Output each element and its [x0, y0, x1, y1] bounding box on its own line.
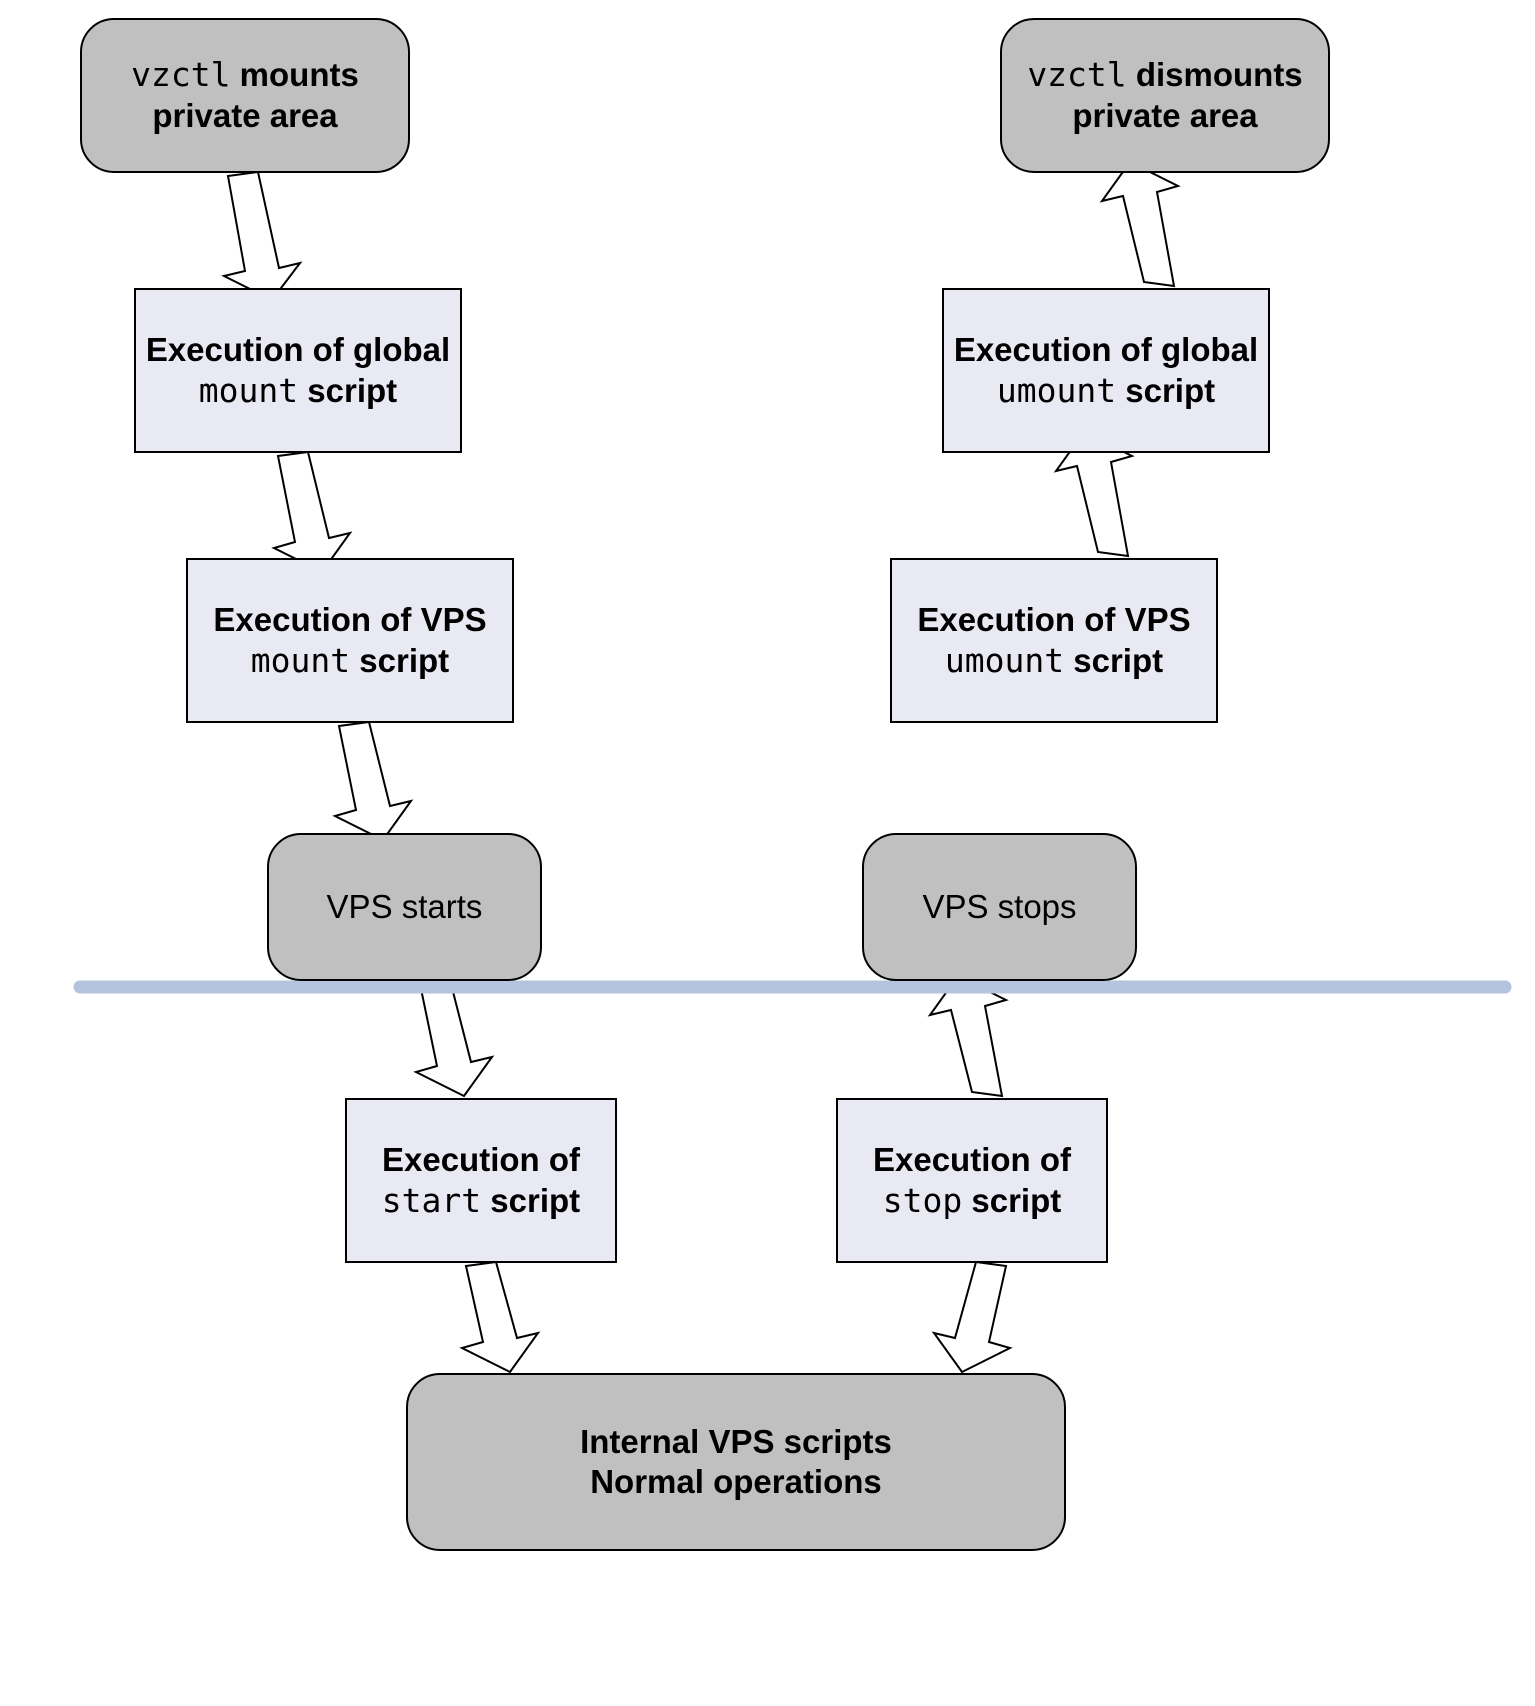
- vzctl-dismounts-private-area-line-2: private area: [1072, 96, 1257, 136]
- execution-of-stop-script-text-1-1: Execution of: [872, 1141, 1072, 1179]
- execution-of-start-script-line-2: start script: [382, 1181, 580, 1221]
- internal-vps-scripts-normal-operations-line-2: Normal operations: [590, 1462, 882, 1502]
- arrow-vps-mount-to-vps-starts: [332, 720, 414, 842]
- execution-of-global-umount-script-text-1-1: Execution of global: [953, 331, 1259, 369]
- vzctl-mounts-private-area-text-2-1: private area: [152, 96, 338, 134]
- execution-of-vps-umount-script-text-2-1: umount: [944, 640, 1065, 680]
- arrow-vzctl-mounts-to-global-mount: [221, 170, 303, 302]
- vzctl-mounts-private-area-line-2: private area: [152, 96, 337, 136]
- execution-of-stop-script-line-2: stop script: [883, 1181, 1062, 1221]
- arrow-stop-script-to-vps-stops: [927, 974, 1009, 1098]
- execution-of-global-umount-script-text-2-2: script: [1116, 371, 1216, 409]
- execution-of-stop-script-text-2-1: stop: [882, 1180, 963, 1220]
- vps-stops-line-1: VPS stops: [922, 887, 1076, 927]
- vzctl-dismounts-private-area-line-1: vzctl dismounts: [1027, 55, 1302, 95]
- execution-of-vps-umount-script-text-1-1: Execution of VPS: [917, 601, 1191, 639]
- execution-of-global-umount-script-line-1: Execution of global: [954, 330, 1258, 370]
- execution-of-stop-script-line-1: Execution of: [873, 1140, 1071, 1180]
- internal-vps-scripts-normal-operations-line-1: Internal VPS scripts: [580, 1422, 892, 1462]
- vzctl-dismounts-private-area-text-1-2: dismounts: [1126, 56, 1303, 94]
- execution-of-vps-mount-script-text-2-2: script: [350, 641, 450, 679]
- execution-of-global-mount-script-text-2-1: mount: [198, 370, 299, 410]
- vps-starts-line-1: VPS starts: [327, 887, 483, 927]
- execution-of-vps-umount-script-line-1: Execution of VPS: [917, 600, 1190, 640]
- vzctl-mounts-private-area-line-1: vzctl mounts: [131, 55, 359, 95]
- execution-of-vps-umount-script-text-2-2: script: [1064, 641, 1164, 679]
- arrow-global-umount-to-vzctl-dismounts: [1099, 160, 1181, 288]
- execution-of-vps-mount-script-text-2-1: mount: [250, 640, 351, 680]
- execution-of-start-script-line-1: Execution of: [382, 1140, 580, 1180]
- execution-of-vps-mount-script-text-1-1: Execution of VPS: [213, 601, 487, 639]
- execution-of-vps-umount-script-line-2: umount script: [945, 641, 1163, 681]
- execution-of-stop-script-text-2-2: script: [962, 1181, 1062, 1219]
- execution-of-vps-mount-script-line-1: Execution of VPS: [213, 600, 486, 640]
- execution-of-start-script-text-2-1: start: [381, 1180, 482, 1220]
- vps-starts-text-1-1: VPS starts: [326, 887, 483, 925]
- arrow-start-script-to-internal-vps: [459, 1260, 541, 1374]
- execution-of-start-script-text-1-1: Execution of: [381, 1141, 581, 1179]
- execution-of-vps-mount-script-line-2: mount script: [251, 641, 449, 681]
- internal-vps-scripts-normal-operations-text-1-1: Internal VPS scripts: [580, 1422, 892, 1460]
- execution-of-start-script-text-2-2: script: [481, 1181, 581, 1219]
- execution-of-global-mount-script-line-1: Execution of global: [146, 330, 450, 370]
- vzctl-mounts-private-area-text-1-1: vzctl: [131, 55, 231, 95]
- arrow-global-mount-to-vps-mount: [271, 450, 353, 574]
- vzctl-dismounts-private-area-text-2-1: private area: [1072, 96, 1258, 134]
- vps-starts: VPS starts: [267, 833, 542, 981]
- internal-vps-scripts-normal-operations-text-2-1: Normal operations: [590, 1463, 882, 1500]
- execution-of-global-mount-script-text-2-2: script: [298, 371, 398, 409]
- execution-of-global-umount-script-line-2: umount script: [997, 371, 1215, 411]
- vps-stops-text-1-1: VPS stops: [922, 887, 1077, 925]
- vzctl-mounts-private-area-text-1-2: mounts: [230, 56, 359, 94]
- arrow-vps-starts-to-start-script: [413, 978, 495, 1098]
- execution-of-global-umount-script-text-2-1: umount: [996, 370, 1117, 410]
- execution-of-global-mount-script-text-1-1: Execution of global: [145, 331, 451, 369]
- arrow-internal-vps-to-stop-script: [931, 1260, 1013, 1374]
- vps-stops: VPS stops: [862, 833, 1137, 981]
- vzctl-dismounts-private-area-text-1-1: vzctl: [1027, 55, 1127, 95]
- execution-of-global-mount-script-line-2: mount script: [199, 371, 397, 411]
